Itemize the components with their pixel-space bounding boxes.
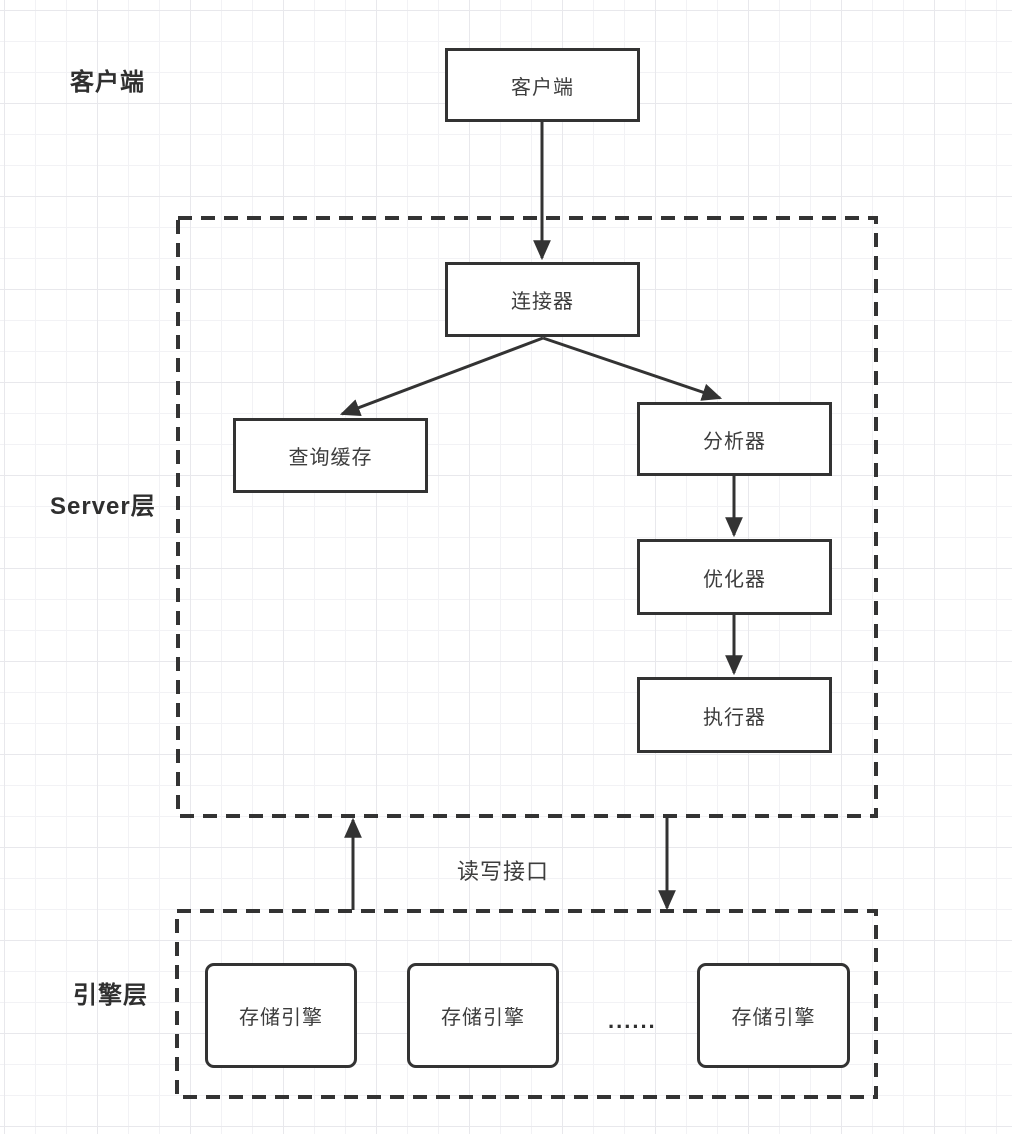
server-layer-label: Server层 (50, 493, 156, 520)
optimizer-node-label: 优化器 (703, 568, 766, 591)
storage-engine-node-3: 存储引擎 (697, 963, 850, 1068)
executor-node-label: 执行器 (703, 706, 766, 729)
server-layer-container (176, 216, 878, 818)
connector-node-label: 连接器 (511, 291, 574, 313)
client-node: 客户端 (445, 48, 640, 122)
storage-engine-node-2: 存储引擎 (407, 963, 559, 1068)
executor-node: 执行器 (637, 677, 832, 753)
analyzer-node-label: 分析器 (703, 430, 766, 453)
arrow-connector-to-query-cache (339, 336, 544, 417)
engine-layer-container (175, 909, 878, 1099)
client-node-label: 客户端 (511, 76, 574, 99)
arrow-connector-to-analyzer (542, 336, 723, 401)
analyzer-node: 分析器 (637, 402, 832, 476)
storage-engine-node-1-label: 存储引擎 (239, 1007, 323, 1029)
storage-engine-node-1: 存储引擎 (205, 963, 357, 1068)
ellipsis-label: ...... (608, 1008, 657, 1033)
client-layer-label: 客户端 (70, 69, 145, 96)
storage-engine-node-2-label: 存储引擎 (441, 1007, 525, 1029)
query-cache-node-label: 查询缓存 (288, 447, 373, 469)
query-cache-node: 查询缓存 (233, 418, 428, 493)
engine-layer-label: 引擎层 (73, 982, 148, 1009)
optimizer-node: 优化器 (637, 539, 832, 615)
storage-engine-node-3-label: 存储引擎 (731, 1007, 816, 1029)
rw-interface-label: 读写接口 (457, 859, 550, 884)
connector-node: 连接器 (445, 262, 640, 337)
